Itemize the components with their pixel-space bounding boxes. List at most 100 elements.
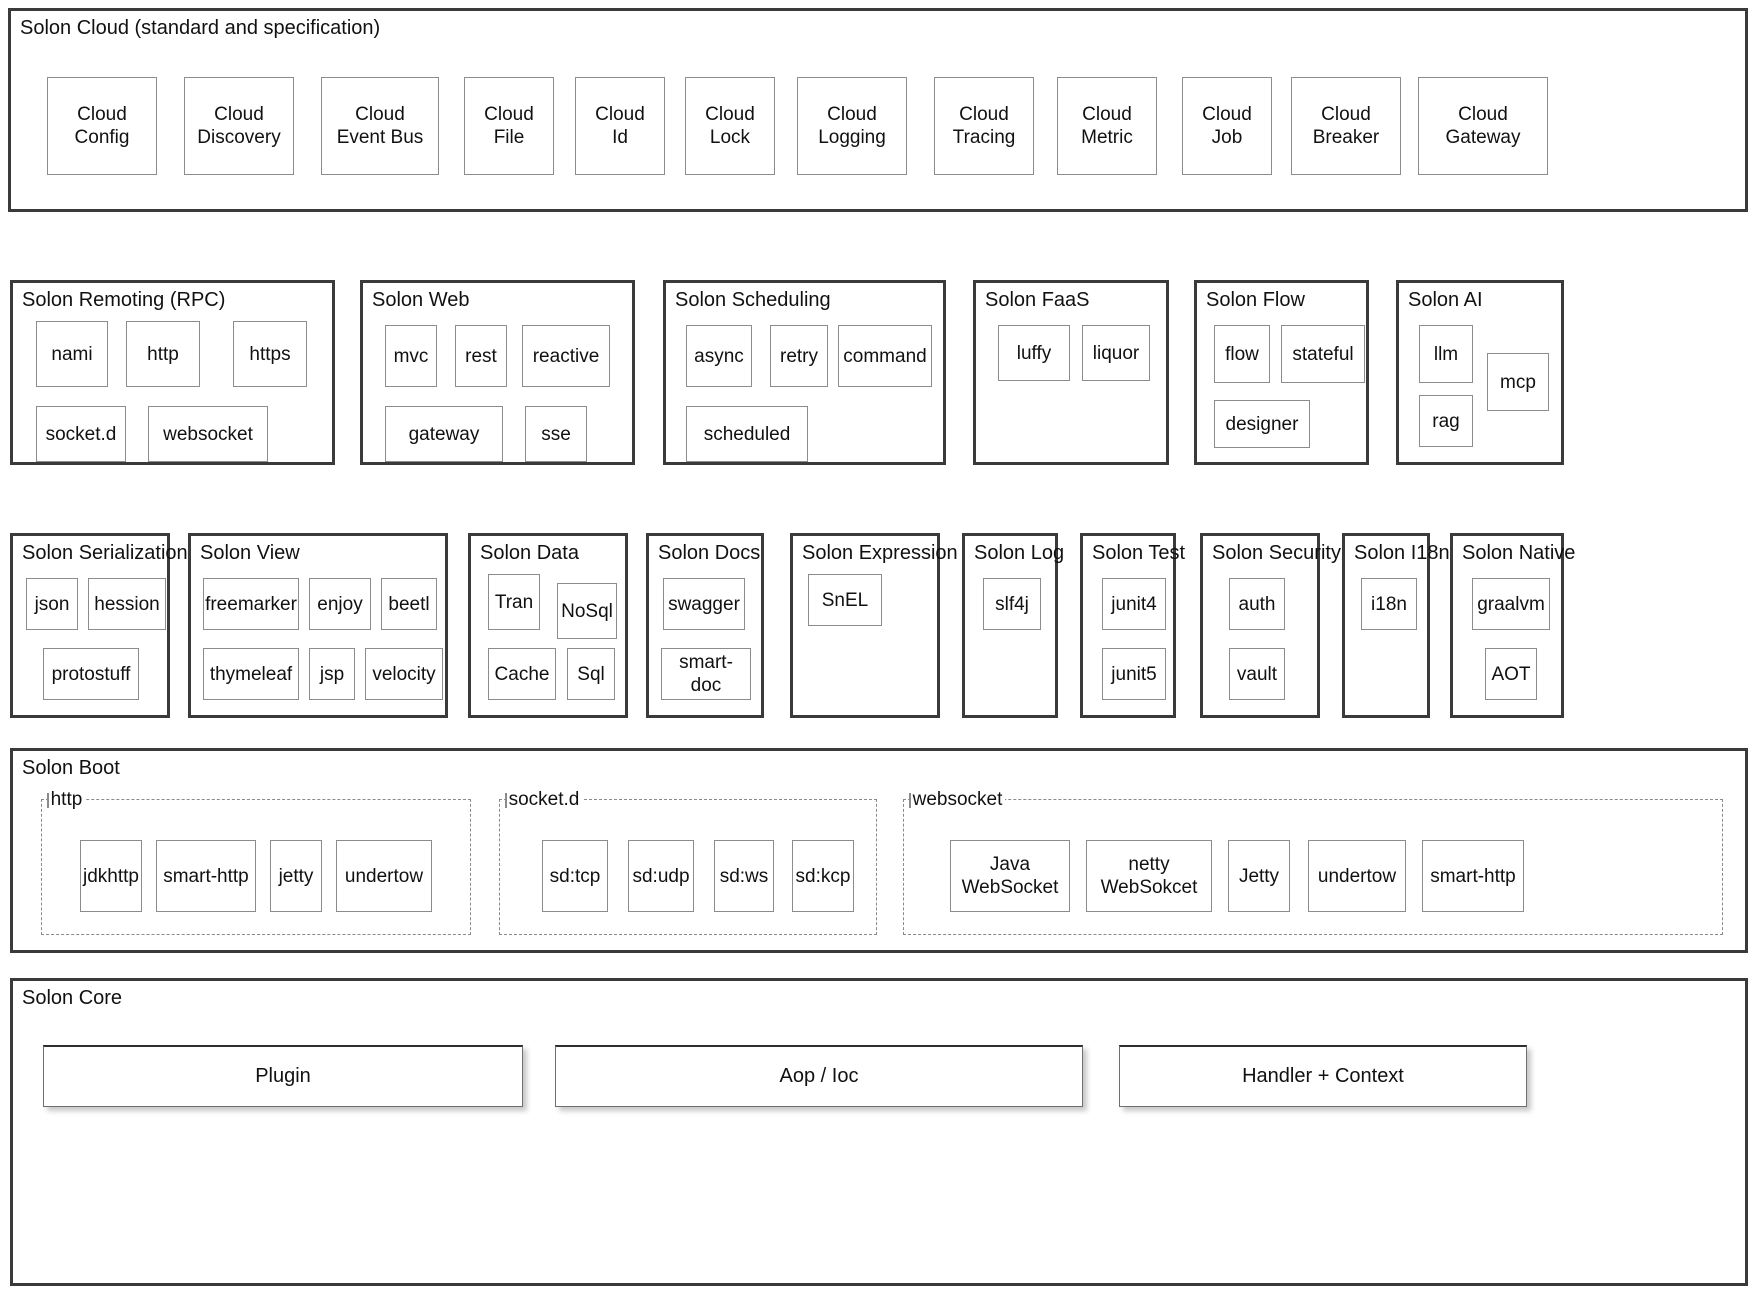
module-beetl[interactable]: beetl: [381, 578, 437, 630]
panel-solon-data: Solon Data Tran NoSql Cache Sql: [468, 533, 628, 718]
module-sd-tcp[interactable]: sd:tcp: [542, 840, 608, 912]
module-jsp[interactable]: jsp: [309, 648, 355, 700]
module-websocket[interactable]: websocket: [148, 406, 268, 462]
module-cloud-config[interactable]: Cloud Config: [47, 77, 157, 175]
module-handler-context[interactable]: Handler + Context: [1119, 1045, 1527, 1107]
module-thymeleaf[interactable]: thymeleaf: [203, 648, 299, 700]
module-freemarker[interactable]: freemarker: [203, 578, 299, 630]
module-reactive[interactable]: reactive: [522, 325, 610, 387]
panel-title-solon-web: Solon Web: [372, 289, 470, 311]
module-aop-ioc[interactable]: Aop / Ioc: [555, 1045, 1083, 1107]
module-velocity[interactable]: velocity: [365, 648, 443, 700]
module-vault[interactable]: vault: [1229, 648, 1285, 700]
panel-title-solon-native: Solon Native: [1462, 542, 1576, 564]
module-rest[interactable]: rest: [455, 325, 507, 387]
panel-title-solon-boot: Solon Boot: [22, 757, 120, 779]
module-mvc[interactable]: mvc: [385, 325, 437, 387]
panel-title-solon-core: Solon Core: [22, 987, 123, 1009]
module-scheduled[interactable]: scheduled: [686, 406, 808, 462]
module-smart-doc[interactable]: smart-doc: [661, 648, 751, 700]
panel-solon-web: Solon Web mvc rest reactive gateway sse: [360, 280, 635, 465]
module-protostuff[interactable]: protostuff: [43, 648, 139, 700]
panel-title-solon-flow: Solon Flow: [1206, 289, 1305, 311]
module-undertow[interactable]: undertow: [336, 840, 432, 912]
panel-solon-native: Solon Native graalvm AOT: [1450, 533, 1575, 718]
module-sd-kcp[interactable]: sd:kcp: [792, 840, 854, 912]
module-slf4j[interactable]: slf4j: [983, 578, 1041, 630]
module-ws-jetty[interactable]: Jetty: [1228, 840, 1290, 912]
boot-subgroup-websocket: websocket Java WebSocket netty WebSokcet…: [903, 787, 1723, 935]
panel-title-solon-docs: Solon Docs: [658, 542, 761, 564]
module-cloud-job[interactable]: Cloud Job: [1182, 77, 1272, 175]
module-aot[interactable]: AOT: [1485, 648, 1537, 700]
module-rag[interactable]: rag: [1419, 395, 1473, 447]
module-luffy[interactable]: luffy: [998, 325, 1070, 381]
module-i18n[interactable]: i18n: [1361, 578, 1417, 630]
module-gateway[interactable]: gateway: [385, 406, 503, 462]
panel-solon-expression: Solon Expression SnEL: [790, 533, 958, 718]
panel-solon-scheduling: Solon Scheduling async retry command sch…: [663, 280, 946, 465]
module-snel[interactable]: SnEL: [808, 574, 882, 626]
panel-title-solon-view: Solon View: [200, 542, 300, 564]
module-swagger[interactable]: swagger: [663, 578, 745, 630]
module-jdkhttp[interactable]: jdkhttp: [80, 840, 142, 912]
module-netty-websocket[interactable]: netty WebSokcet: [1086, 840, 1212, 912]
panel-solon-boot: Solon Boot http jdkhttp smart-http jetty…: [10, 748, 1748, 953]
module-designer[interactable]: designer: [1214, 400, 1310, 448]
module-command[interactable]: command: [838, 325, 932, 387]
module-smart-http[interactable]: smart-http: [156, 840, 256, 912]
module-nosql[interactable]: NoSql: [557, 583, 617, 639]
module-cache[interactable]: Cache: [488, 648, 556, 700]
module-ws-smart-http[interactable]: smart-http: [1422, 840, 1524, 912]
module-sd-ws[interactable]: sd:ws: [714, 840, 774, 912]
panel-solon-remoting: Solon Remoting (RPC) nami http https soc…: [10, 280, 335, 465]
panel-title-solon-faas: Solon FaaS: [985, 289, 1090, 311]
module-flow[interactable]: flow: [1214, 325, 1270, 383]
module-jetty[interactable]: jetty: [270, 840, 322, 912]
boot-subgroup-label-websocket: websocket: [909, 787, 1006, 812]
module-json[interactable]: json: [26, 578, 78, 630]
panel-solon-security: Solon Security auth vault: [1200, 533, 1341, 718]
module-stateful[interactable]: stateful: [1281, 325, 1365, 383]
module-sql[interactable]: Sql: [567, 648, 615, 700]
module-ws-undertow[interactable]: undertow: [1308, 840, 1406, 912]
module-mcp[interactable]: mcp: [1487, 353, 1549, 411]
module-auth[interactable]: auth: [1229, 578, 1285, 630]
panel-solon-docs: Solon Docs swagger smart-doc: [646, 533, 764, 718]
module-llm[interactable]: llm: [1419, 325, 1473, 383]
panel-solon-i18n: Solon I18n i18n: [1342, 533, 1450, 718]
module-cloud-event-bus[interactable]: Cloud Event Bus: [321, 77, 439, 175]
panel-solon-view: Solon View freemarker enjoy beetl thymel…: [188, 533, 448, 718]
module-hession[interactable]: hession: [88, 578, 166, 630]
module-liquor[interactable]: liquor: [1082, 325, 1150, 381]
panel-solon-ai: Solon AI llm mcp rag: [1396, 280, 1564, 465]
module-cloud-lock[interactable]: Cloud Lock: [685, 77, 775, 175]
module-enjoy[interactable]: enjoy: [309, 578, 371, 630]
module-tran[interactable]: Tran: [488, 574, 540, 630]
module-retry[interactable]: retry: [770, 325, 828, 387]
module-cloud-tracing[interactable]: Cloud Tracing: [934, 77, 1034, 175]
module-cloud-logging[interactable]: Cloud Logging: [797, 77, 907, 175]
module-junit5[interactable]: junit5: [1102, 648, 1166, 700]
module-https[interactable]: https: [233, 321, 307, 387]
panel-solon-cloud: Solon Cloud (standard and specification)…: [8, 8, 1748, 212]
module-async[interactable]: async: [686, 325, 752, 387]
module-nami[interactable]: nami: [36, 321, 108, 387]
module-cloud-gateway[interactable]: Cloud Gateway: [1418, 77, 1548, 175]
module-junit4[interactable]: junit4: [1102, 578, 1166, 630]
module-sd-udp[interactable]: sd:udp: [628, 840, 694, 912]
panel-title-solon-log: Solon Log: [974, 542, 1065, 564]
module-graalvm[interactable]: graalvm: [1472, 578, 1550, 630]
module-cloud-file[interactable]: Cloud File: [464, 77, 554, 175]
module-sse[interactable]: sse: [525, 406, 587, 462]
module-cloud-id[interactable]: Cloud Id: [575, 77, 665, 175]
panel-title-solon-data: Solon Data: [480, 542, 579, 564]
module-cloud-metric[interactable]: Cloud Metric: [1057, 77, 1157, 175]
module-http[interactable]: http: [126, 321, 200, 387]
module-java-websocket[interactable]: Java WebSocket: [950, 840, 1070, 912]
module-socket-d[interactable]: socket.d: [36, 406, 126, 462]
module-cloud-breaker[interactable]: Cloud Breaker: [1291, 77, 1401, 175]
module-cloud-discovery[interactable]: Cloud Discovery: [184, 77, 294, 175]
module-plugin[interactable]: Plugin: [43, 1045, 523, 1107]
